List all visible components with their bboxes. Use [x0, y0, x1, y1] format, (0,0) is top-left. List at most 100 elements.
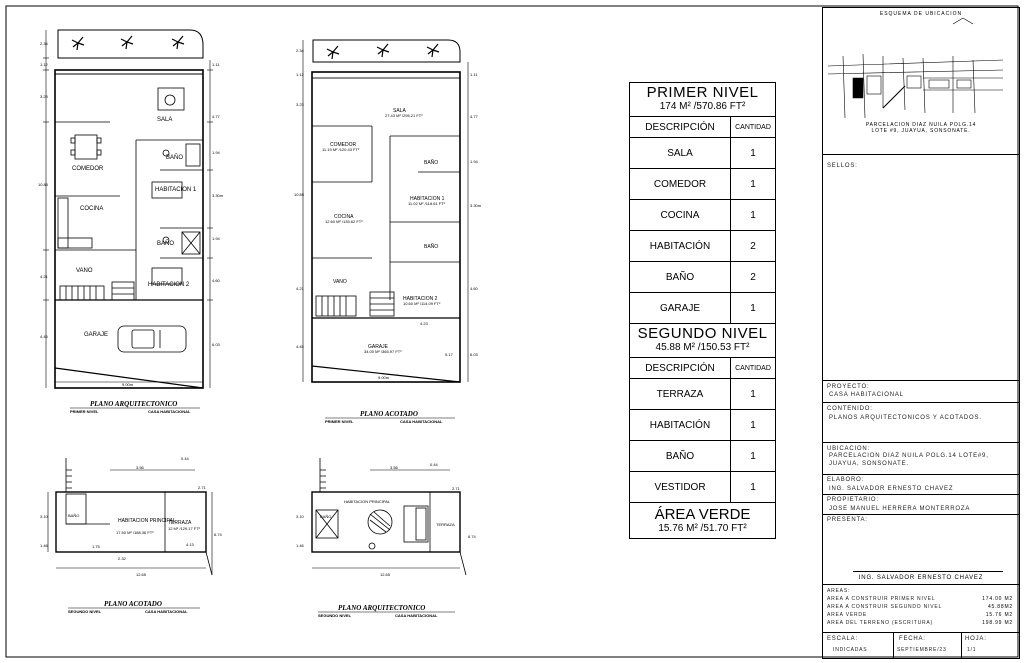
area-row-label: AREA DEL TERRENO (ESCRITURA)	[827, 620, 934, 626]
level2-title: SEGUNDO NIVEL	[637, 325, 768, 342]
dim-label: 4.60	[212, 278, 221, 283]
sellos-section: SELLOS:	[823, 154, 1019, 379]
room-label-terraza: TERRAZA	[168, 520, 192, 526]
table-header-row: DESCRIPCIÓN CANTIDAD	[630, 117, 775, 138]
area-row-label: AREA A CONSTRUIR PRIMER NIVEL	[827, 596, 936, 602]
plan4-labels: HABITACION PRINCIPAL BAÑO TERRAZA 3.56 0…	[296, 462, 477, 618]
dim-label: 1.12	[296, 72, 305, 77]
dim-label: 4.60	[470, 286, 479, 291]
dim-label: 1.11	[470, 72, 478, 77]
room-label-bano: BAÑO	[166, 154, 183, 161]
area-row-label: AREA A CONSTRUIR SEGUNDO NIVEL	[827, 604, 943, 610]
dim-label: 4.21	[40, 274, 49, 279]
dim-label: 9.00m	[122, 382, 134, 387]
dim-label: 1.12	[40, 62, 49, 67]
plan2-labels: SALA 27.43 M² /295.21 FT² COMEDOR 11.19 …	[294, 48, 482, 424]
plant-icon	[71, 35, 185, 51]
row-qty: 1	[730, 168, 775, 200]
proyecto-value: CASA HABITACIONAL	[829, 392, 904, 398]
dim-label: 3.10	[40, 514, 49, 519]
row-qty: 1	[730, 137, 775, 169]
dim-label: 0.44	[430, 462, 439, 467]
row-desc: VESTIDOR	[630, 471, 731, 503]
row-desc: BAÑO	[630, 440, 731, 472]
elaboro-value: ING. SALVADOR ERNESTO CHAVEZ	[829, 486, 954, 492]
room-label-hab-principal: HABITACION PRINCIPAL	[118, 518, 176, 524]
presenta-section: PRESENTA: ING. SALVADOR ERNESTO CHAVEZ	[823, 514, 1019, 583]
car-icon	[117, 325, 187, 353]
row-desc: HABITACIÓN	[630, 230, 731, 262]
sellos-label: SELLOS:	[827, 163, 858, 169]
area-row-label: AREA VERDE	[827, 612, 867, 618]
col-desc-header: DESCRIPCIÓN	[630, 117, 731, 138]
plan-subtitle: CASA HABITACIONAL	[400, 419, 443, 424]
dim-label: 1.11	[212, 62, 220, 67]
dim-label: 4.45	[296, 344, 305, 349]
footer-section: ESCALA: INDICADAS FECHA: SEPTIEMBRE/23 H…	[823, 632, 1019, 658]
propietario-section: PROPIETARIO: JOSE MANUEL HERRERA MONTERR…	[823, 494, 1019, 515]
hoja-label: HOJA:	[965, 636, 987, 642]
plan-title: PLANO ARQUITECTONICO	[338, 604, 425, 612]
row-qty: 2	[730, 230, 775, 262]
elaboro-label: ELABORO:	[827, 477, 865, 483]
dim-label: 0.44	[181, 456, 190, 461]
sheet-border	[5, 5, 1019, 658]
dim-label: 3.56	[136, 465, 145, 470]
dim-label: 9.00m	[378, 375, 390, 380]
area-row-value: 174.00 M2	[982, 596, 1013, 602]
row-desc: HABITACIÓN	[630, 409, 731, 441]
dim-label: 2.34	[296, 48, 305, 53]
area-note: 12.60 M² /135.62 FT²	[325, 219, 363, 224]
area-row-value: 45.88M2	[987, 604, 1013, 610]
signature-line	[853, 571, 1003, 572]
dim-label: 4.45	[40, 334, 49, 339]
row-desc: SALA	[630, 137, 731, 169]
escala-label: ESCALA:	[827, 636, 858, 642]
green-area-title: ÁREA VERDE	[654, 506, 751, 523]
room-label-garaje: GARAJE	[84, 332, 108, 338]
row-qty: 1	[730, 409, 775, 441]
dim-label: 3.30m	[212, 193, 224, 198]
plan-title: PLANO ACOTADO	[360, 410, 418, 418]
plan-title: PLANO ACOTADO	[104, 600, 162, 608]
dim-label: 4.77	[212, 114, 221, 119]
room-label-bano: BAÑO	[424, 159, 438, 166]
room-label-bano2: BAÑO	[424, 243, 438, 250]
row-desc: COMEDOR	[630, 168, 731, 200]
plan-title: PLANO ARQUITECTONICO	[90, 400, 177, 408]
room-label-cocina: COCINA	[334, 214, 354, 220]
escala-value: INDICADAS	[833, 647, 868, 653]
area-note: 10.60 M² /114.09 FT²	[403, 301, 441, 306]
dim-label: 2.34	[40, 41, 49, 46]
ubicacion-value-1: PARCELACION DIAZ NUILA POLG.14 LOTE#9,	[829, 453, 989, 459]
plan-arquitectonico-primer-nivel	[43, 29, 213, 389]
level1-title: PRIMER NIVEL	[646, 84, 759, 101]
areas-label: AREAS:	[827, 588, 851, 594]
presenta-label: PRESENTA:	[827, 517, 868, 523]
location-caption-1: PARCELACION DIAZ NUILA POLG.14	[865, 122, 977, 128]
fecha-label: FECHA:	[899, 636, 926, 642]
dim-label: 3.10	[296, 514, 305, 519]
room-label-garaje: GARAJE	[368, 344, 389, 350]
row-qty: 1	[730, 440, 775, 472]
dim-label: 3.30m	[470, 203, 482, 208]
propietario-label: PROPIETARIO:	[827, 497, 879, 503]
level1-area: 174 M² /570.86 FT²	[630, 101, 775, 117]
room-label-comedor: COMEDOR	[330, 142, 357, 148]
plan-arquitectonico-segundo-nivel	[311, 458, 467, 576]
area-row-value: 198.99 M2	[982, 620, 1013, 626]
proyecto-section: PROYECTO: CASA HABITACIONAL	[823, 380, 1019, 403]
dim-label: 4.77	[470, 114, 479, 119]
dim-label: 4.21	[296, 286, 305, 291]
